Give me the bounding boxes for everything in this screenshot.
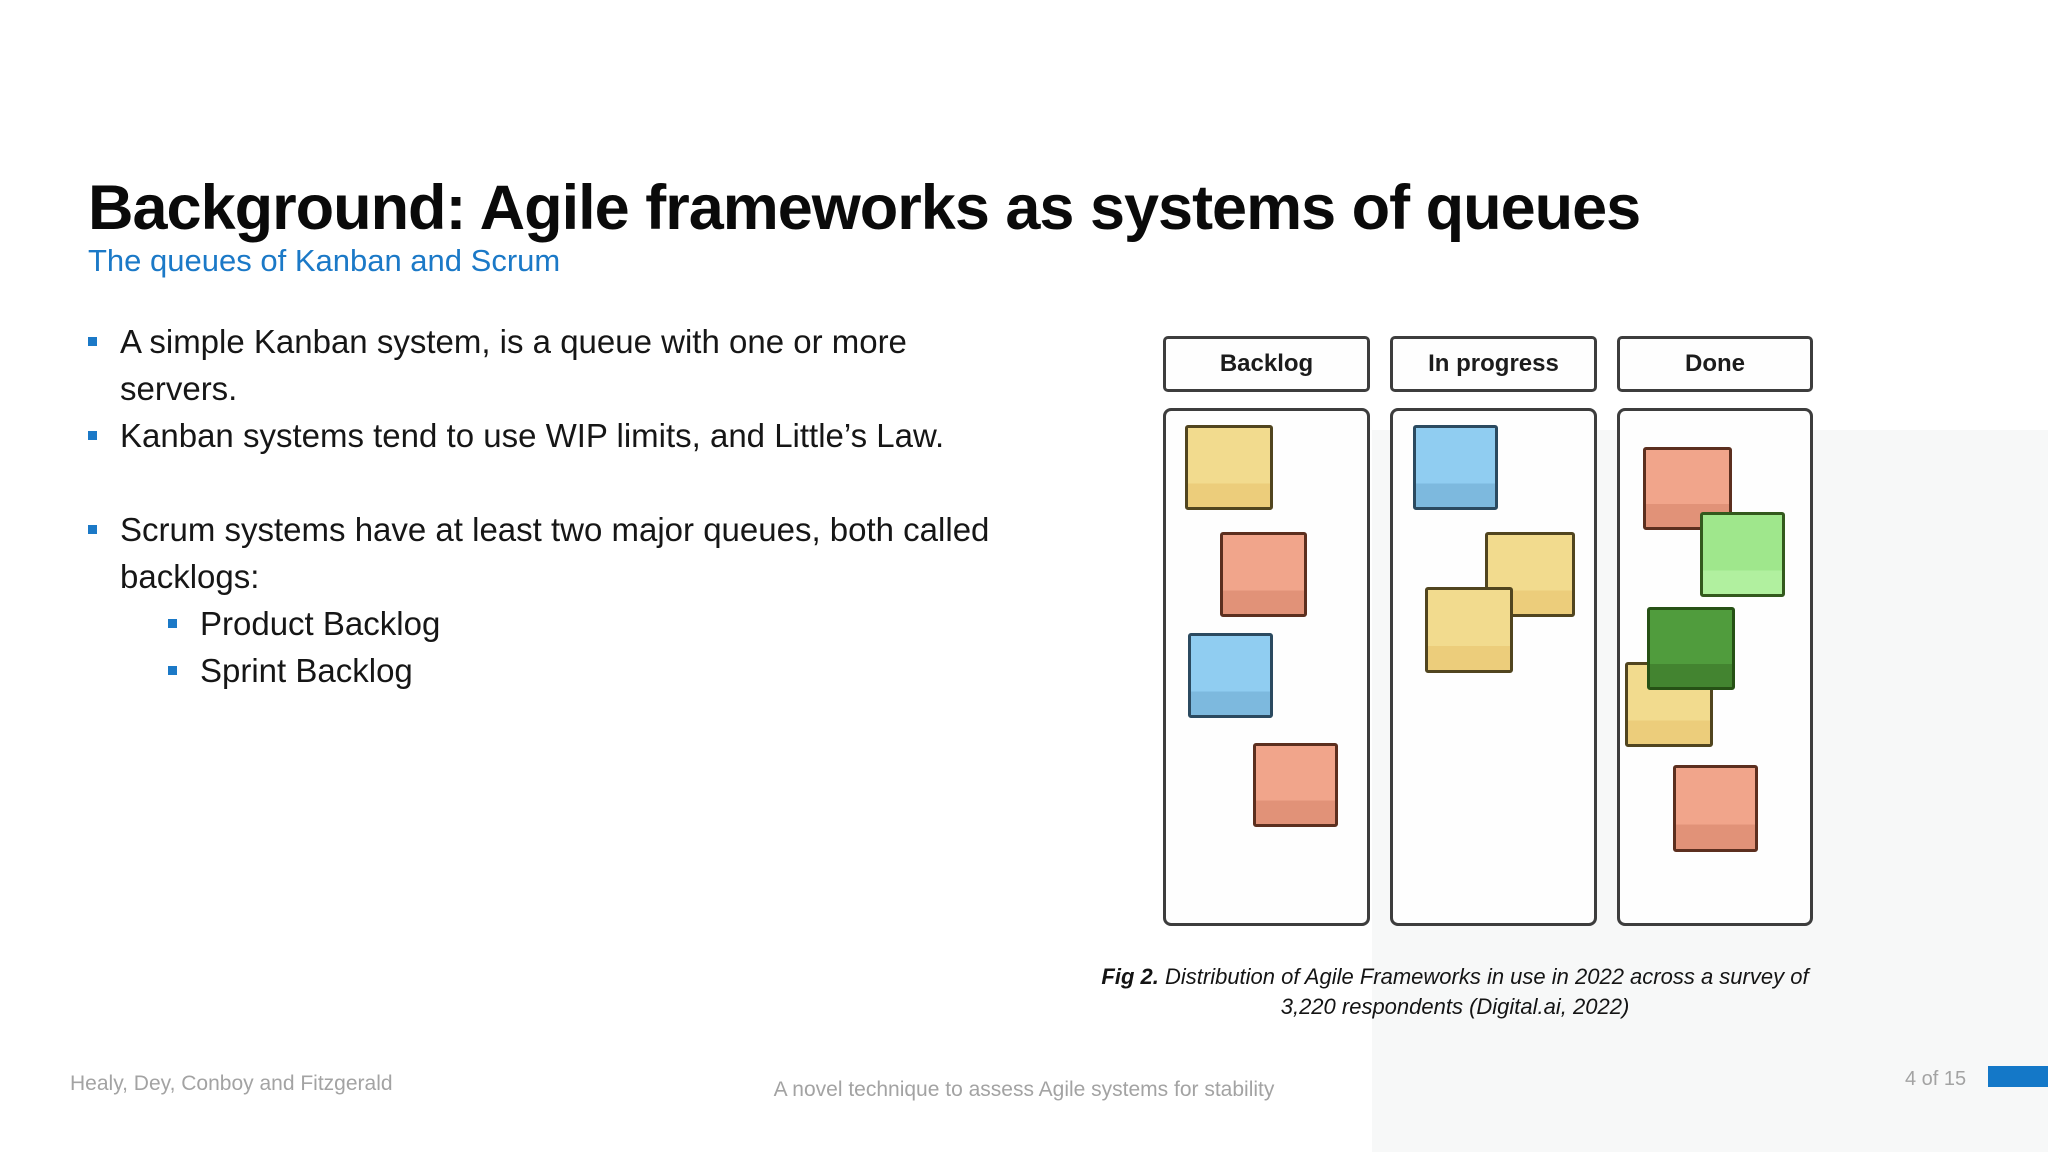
bullet-text: Kanban systems tend to use WIP limits, a… <box>120 417 945 454</box>
column-header-in-progress: In progress <box>1390 336 1597 392</box>
bullet-list: A simple Kanban system, is a queue with … <box>88 318 1018 694</box>
bullet-item: Scrum systems have at least two major qu… <box>88 506 1018 600</box>
bullet-item: Kanban systems tend to use WIP limits, a… <box>88 412 1018 459</box>
footer-accent-bar <box>1988 1066 2048 1087</box>
column-header-backlog: Backlog <box>1163 336 1370 392</box>
yellow-sticky-note <box>1425 587 1513 673</box>
salmon-sticky-note <box>1220 532 1307 617</box>
bullet-text: Scrum systems have at least two major qu… <box>120 511 990 595</box>
bullet-item: A simple Kanban system, is a queue with … <box>88 318 1018 412</box>
bullet-marker <box>168 619 177 628</box>
figure-caption-label: Fig 2. <box>1101 964 1159 989</box>
bullet-marker <box>88 337 97 346</box>
figure-caption-line1: Fig 2. Distribution of Agile Frameworks … <box>1045 962 1865 992</box>
salmon-sticky-note <box>1253 743 1338 827</box>
bullet-marker <box>88 431 97 440</box>
blue-sticky-note <box>1413 425 1498 510</box>
bullet-marker <box>88 525 97 534</box>
figure-caption: Fig 2. Distribution of Agile Frameworks … <box>1045 962 1865 1022</box>
salmon-sticky-note <box>1673 765 1758 852</box>
sub-bullet-item: Sprint Backlog <box>168 647 1018 694</box>
darkgreen-sticky-note <box>1647 607 1735 690</box>
column-header-label: Backlog <box>1219 350 1314 377</box>
yellow-sticky-note <box>1185 425 1273 510</box>
sub-bullet-item: Product Backlog <box>168 600 1018 647</box>
figure-caption-line2: 3,220 respondents (Digital.ai, 2022) <box>1280 994 1630 1019</box>
bullet-text: Product Backlog <box>200 605 441 642</box>
column-header-label: Done <box>1685 350 1745 377</box>
blue-sticky-note <box>1188 633 1273 718</box>
bullet-text: Sprint Backlog <box>200 652 413 689</box>
page-title: Background: Agile frameworks as systems … <box>88 173 1641 244</box>
column-header-done: Done <box>1617 336 1813 392</box>
figure-caption-text: Distribution of Agile Frameworks in use … <box>1158 964 1809 989</box>
kanban-board: Backlog In progress Done <box>1163 333 1815 929</box>
footer-authors: Healy, Dey, Conboy and Fitzgerald <box>70 1072 393 1095</box>
page-number: 4 of 15 <box>1905 1068 1967 1090</box>
bullet-text: A simple Kanban system, is a queue with … <box>120 323 907 407</box>
slide-subtitle: The queues of Kanban and Scrum <box>88 243 561 278</box>
bullet-marker <box>168 666 177 675</box>
column-header-label: In progress <box>1428 350 1559 377</box>
lightgreen-sticky-note <box>1700 512 1785 597</box>
footer-running-title: A novel technique to assess Agile system… <box>773 1078 1275 1101</box>
